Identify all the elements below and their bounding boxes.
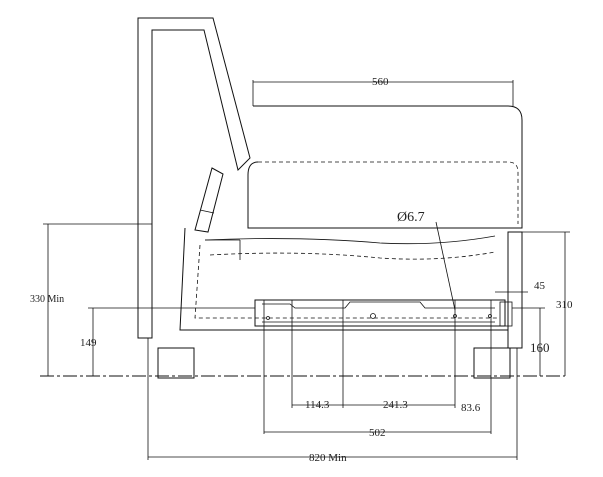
- tray-body: [179, 105, 523, 331]
- dim-hole-label: Ø6.7: [397, 210, 425, 225]
- dim-160-label: 160: [530, 340, 550, 355]
- dim-241-label: 241.3: [383, 399, 408, 411]
- dim-114-label: 114.3: [305, 399, 330, 411]
- right-wall: [507, 231, 523, 349]
- dim-45: 45: [495, 280, 546, 293]
- dim-149-label: 149: [80, 337, 97, 349]
- cabinet-walls: [137, 17, 523, 349]
- dim-502: 502: [264, 427, 491, 439]
- dim-160: 160: [512, 307, 550, 376]
- right-foot: [473, 347, 511, 379]
- dim-310-label: 310: [556, 299, 573, 311]
- slide-rail: [254, 299, 513, 327]
- left-foot: [157, 347, 195, 379]
- dim-560-label: 560: [372, 76, 389, 88]
- dim-310: 310: [510, 231, 573, 376]
- dim-560: 560: [252, 76, 514, 106]
- tray-curve: [204, 235, 496, 245]
- dim-hole-diameter: Ø6.7: [397, 210, 456, 311]
- dim-spacings: 114.3 241.3 83.6: [292, 399, 481, 414]
- dim-820-label: 820 Min: [309, 452, 347, 464]
- dim-502-label: 502: [369, 427, 386, 439]
- dim-330-label: 330 Min: [30, 294, 64, 305]
- dim-149: 149: [80, 307, 255, 376]
- tray-handle: [194, 167, 224, 233]
- mount-hole: [370, 313, 376, 319]
- left-wall: [137, 17, 251, 339]
- dim-820: 820 Min: [148, 452, 517, 464]
- extension-lines: [147, 300, 518, 460]
- dim-45-label: 45: [534, 280, 546, 292]
- dim-330: 330 Min: [30, 223, 152, 376]
- dim-83-label: 83.6: [461, 402, 481, 414]
- base-blocks: [157, 347, 511, 379]
